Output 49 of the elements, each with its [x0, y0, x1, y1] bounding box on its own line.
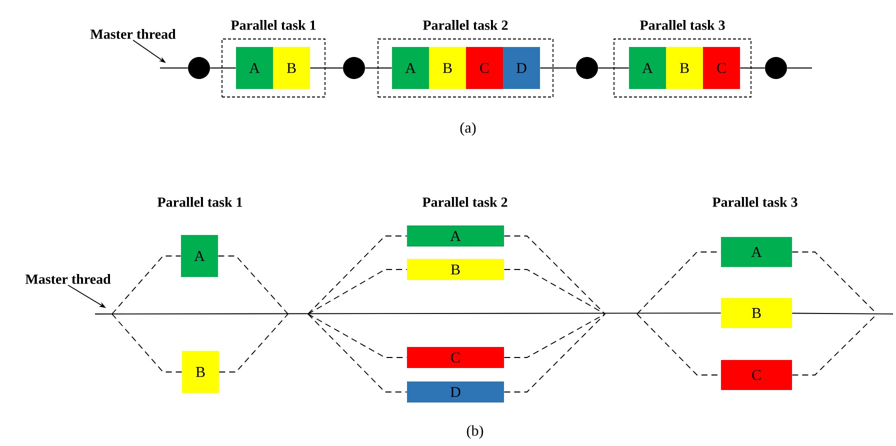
task-block: D	[407, 382, 504, 402]
section-heading: Parallel task 1	[157, 197, 242, 207]
thread-line	[504, 314, 606, 358]
thread-line	[504, 236, 606, 314]
task-block: C	[466, 47, 503, 89]
task-block: A	[629, 47, 666, 89]
task-block: B	[407, 259, 504, 280]
thread-line	[308, 269, 408, 314]
thread-line	[504, 314, 606, 392]
thread-line	[94, 312, 722, 314]
sync-dot	[765, 57, 787, 79]
task-block: B	[721, 298, 792, 328]
thread-line	[792, 314, 878, 376]
thread-line	[218, 314, 288, 372]
task-block: A	[236, 47, 273, 89]
section-heading: Parallel task 2	[422, 197, 508, 207]
task-block: C	[721, 360, 792, 390]
thread-line	[792, 252, 878, 314]
thread-line	[792, 312, 894, 314]
thread-label: Master thread	[90, 29, 176, 39]
node-label: Parallel task 1	[230, 20, 316, 30]
task-block: C	[703, 47, 740, 89]
task-block: B	[273, 47, 310, 89]
task-block: A	[181, 235, 218, 277]
task-block: B	[666, 47, 703, 89]
task-block: A	[721, 237, 792, 267]
thread-line	[308, 314, 408, 392]
sync-dot	[343, 57, 365, 79]
thread-line	[504, 269, 606, 314]
thread-line	[112, 314, 182, 372]
thread-label: Master thread	[25, 274, 111, 284]
task-block: A	[407, 226, 504, 246]
task-block: B	[429, 47, 466, 89]
thread-line	[308, 314, 408, 358]
thread-line	[112, 256, 182, 314]
task-block: D	[503, 47, 540, 89]
thread-line	[218, 256, 288, 314]
thread-line	[636, 252, 722, 314]
task-block: A	[392, 47, 429, 89]
section-heading: Parallel task 3	[712, 197, 798, 207]
task-block: B	[182, 351, 219, 393]
panel-caption: (a)	[460, 122, 476, 136]
task-block: C	[407, 347, 504, 368]
sync-dot	[576, 57, 598, 79]
sync-dot	[188, 57, 210, 79]
thread-line	[308, 236, 408, 314]
panel-caption: (b)	[466, 425, 484, 439]
node-label: Parallel task 2	[422, 20, 508, 30]
node-label: Parallel task 3	[640, 20, 725, 30]
